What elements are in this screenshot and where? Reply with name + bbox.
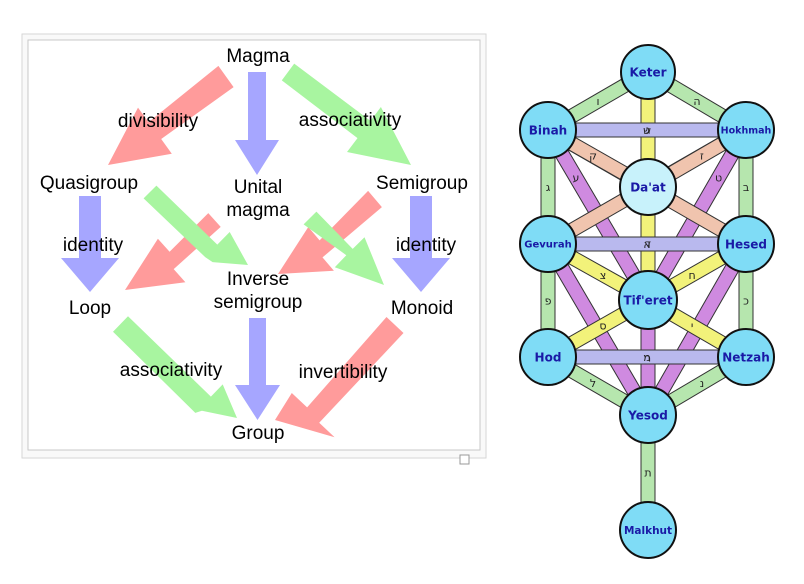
sephira-netzah <box>717 328 775 386</box>
letter-layer: ע ט ק ז צ ח ס י ל נ ו ה ג ב פ כ ג ד ר ת ש א מ <box>545 95 750 480</box>
letter-tiferet-yesod: ר <box>645 352 651 365</box>
node-monoid: Monoid <box>391 298 453 319</box>
node-unital-line1: Unital <box>234 177 283 198</box>
edge-label-invertibility: invertibility <box>299 362 388 383</box>
letter-gevurah-tiferet: צ <box>600 269 607 282</box>
letter-binah-hokhmah: ש <box>643 124 651 137</box>
node-magma: Magma <box>226 46 290 67</box>
letter-binah-tiferet: ע <box>573 172 580 185</box>
arrow-magma-unital <box>235 72 279 175</box>
sephira-label-netzah: Netzah <box>722 350 770 364</box>
letter-daat-tiferet: ד <box>645 238 651 251</box>
letter-hesed-netzah: כ <box>743 295 749 308</box>
node-loop: Loop <box>69 298 111 319</box>
sephira-hokhmah <box>717 101 775 159</box>
node-inverse-line2: semigroup <box>214 292 303 313</box>
sephira-hod <box>519 328 577 386</box>
sephira-yesod <box>619 386 677 444</box>
letter-hod-netzah: מ <box>643 351 650 364</box>
node-group: Group <box>232 423 285 444</box>
sephira-label-daat: Da'at <box>630 180 666 194</box>
arrow-monoid-group <box>275 317 404 438</box>
letter-tiferet-hod: ס <box>599 320 606 333</box>
algebra-diagram: Magma Quasigroup Unital magma Semigroup … <box>21 33 487 465</box>
sephira-label-hod: Hod <box>535 350 562 364</box>
arrow-quasigroup-loop <box>61 196 119 292</box>
sephira-label-hesed: Hesed <box>725 237 767 251</box>
arrow-loop-group <box>113 316 237 418</box>
sephira-binah <box>519 101 577 159</box>
arrow-quasigroup-inverse <box>143 185 248 265</box>
node-semigroup: Semigroup <box>376 173 468 194</box>
arrow-unital-monoid <box>303 211 384 285</box>
letter-hod-yesod: ל <box>590 377 596 390</box>
letter-gevurah-hesed: א <box>643 238 650 251</box>
letter-hokhmah-daat: ז <box>700 150 704 163</box>
sephira-label-malkhut: Malkhut <box>624 525 672 537</box>
sephira-tiferet <box>618 270 678 330</box>
node-inverse-line1: Inverse <box>227 269 289 290</box>
sephira-label-binah: Binah <box>529 123 567 137</box>
letter-yesod-malkhut: ת <box>644 467 651 480</box>
letter-netzah-yesod: נ <box>700 377 704 390</box>
arrow-inverse-group <box>235 318 280 420</box>
letter-hokhmah-hesed: ב <box>743 181 749 194</box>
letter-keter-binah: ו <box>597 95 600 108</box>
edge-label-associativity-bottom: associativity <box>120 360 223 381</box>
sephira-label-hokhmah: Hokhmah <box>721 125 772 136</box>
arrow-magma-semigroup <box>281 63 411 165</box>
letter-tiferet-netzah: י <box>691 320 693 333</box>
node-quasigroup: Quasigroup <box>40 173 138 194</box>
edge-label-associativity-top: associativity <box>299 110 402 131</box>
letter-hesed-tiferet: ח <box>689 269 696 282</box>
letter-keter-daat: ג <box>646 124 651 137</box>
edge-label-divisibility: divisibility <box>118 111 199 132</box>
sephira-hesed <box>717 215 775 273</box>
sephira-malkhut <box>619 501 677 559</box>
sephira-label-yesod: Yesod <box>627 408 668 422</box>
edge-label-identity-right: identity <box>396 235 457 256</box>
sephira-label-tiferet: Tif'eret <box>623 293 672 307</box>
sephira-daat <box>619 158 677 216</box>
sephira-label-gevurah: Gevurah <box>524 240 571 251</box>
letter-binah-gevurah: ג <box>546 181 551 194</box>
edge-label-identity-left: identity <box>63 235 124 256</box>
sephira-gevurah <box>519 215 577 273</box>
letter-binah-daat: ק <box>589 150 597 163</box>
letter-keter-hokhmah: ה <box>693 95 700 108</box>
enlarge-icon[interactable] <box>459 454 470 465</box>
arrow-layer <box>61 63 450 438</box>
arrow-semigroup-monoid <box>392 196 450 292</box>
node-unital-line2: magma <box>226 200 290 221</box>
arrow-magma-quasigroup <box>108 65 234 165</box>
letter-gevurah-hod: פ <box>545 295 552 308</box>
sephira-label-keter: Keter <box>629 65 666 79</box>
letter-hokhmah-tiferet: ט <box>715 172 722 185</box>
sephira-keter <box>620 44 676 100</box>
